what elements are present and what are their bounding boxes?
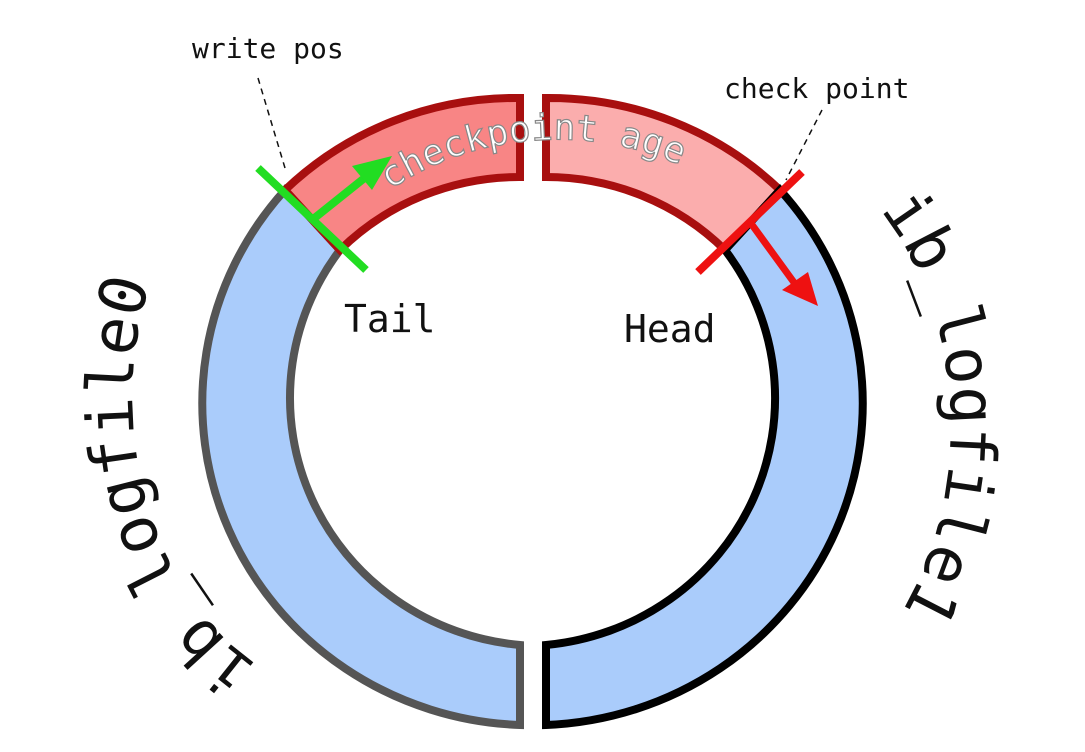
logfile0-segment xyxy=(198,184,524,730)
logfile1-segment xyxy=(542,184,867,730)
check-point-arrow xyxy=(747,219,801,291)
checkpoint-age-segment-left xyxy=(279,93,524,256)
head-label: Head xyxy=(624,307,716,351)
check-point-leader xyxy=(785,109,823,181)
write-pos-leader xyxy=(257,77,286,169)
logfile1-label: ib_logfile1 xyxy=(867,176,1009,637)
tail-label: Tail xyxy=(344,297,436,341)
write-pos-arrow xyxy=(309,168,376,224)
write-pos-label: write pos xyxy=(192,32,344,65)
check-point-arrowhead xyxy=(782,272,818,306)
check-point-label: check point xyxy=(724,72,909,105)
write-pos-arrowhead xyxy=(352,156,392,190)
